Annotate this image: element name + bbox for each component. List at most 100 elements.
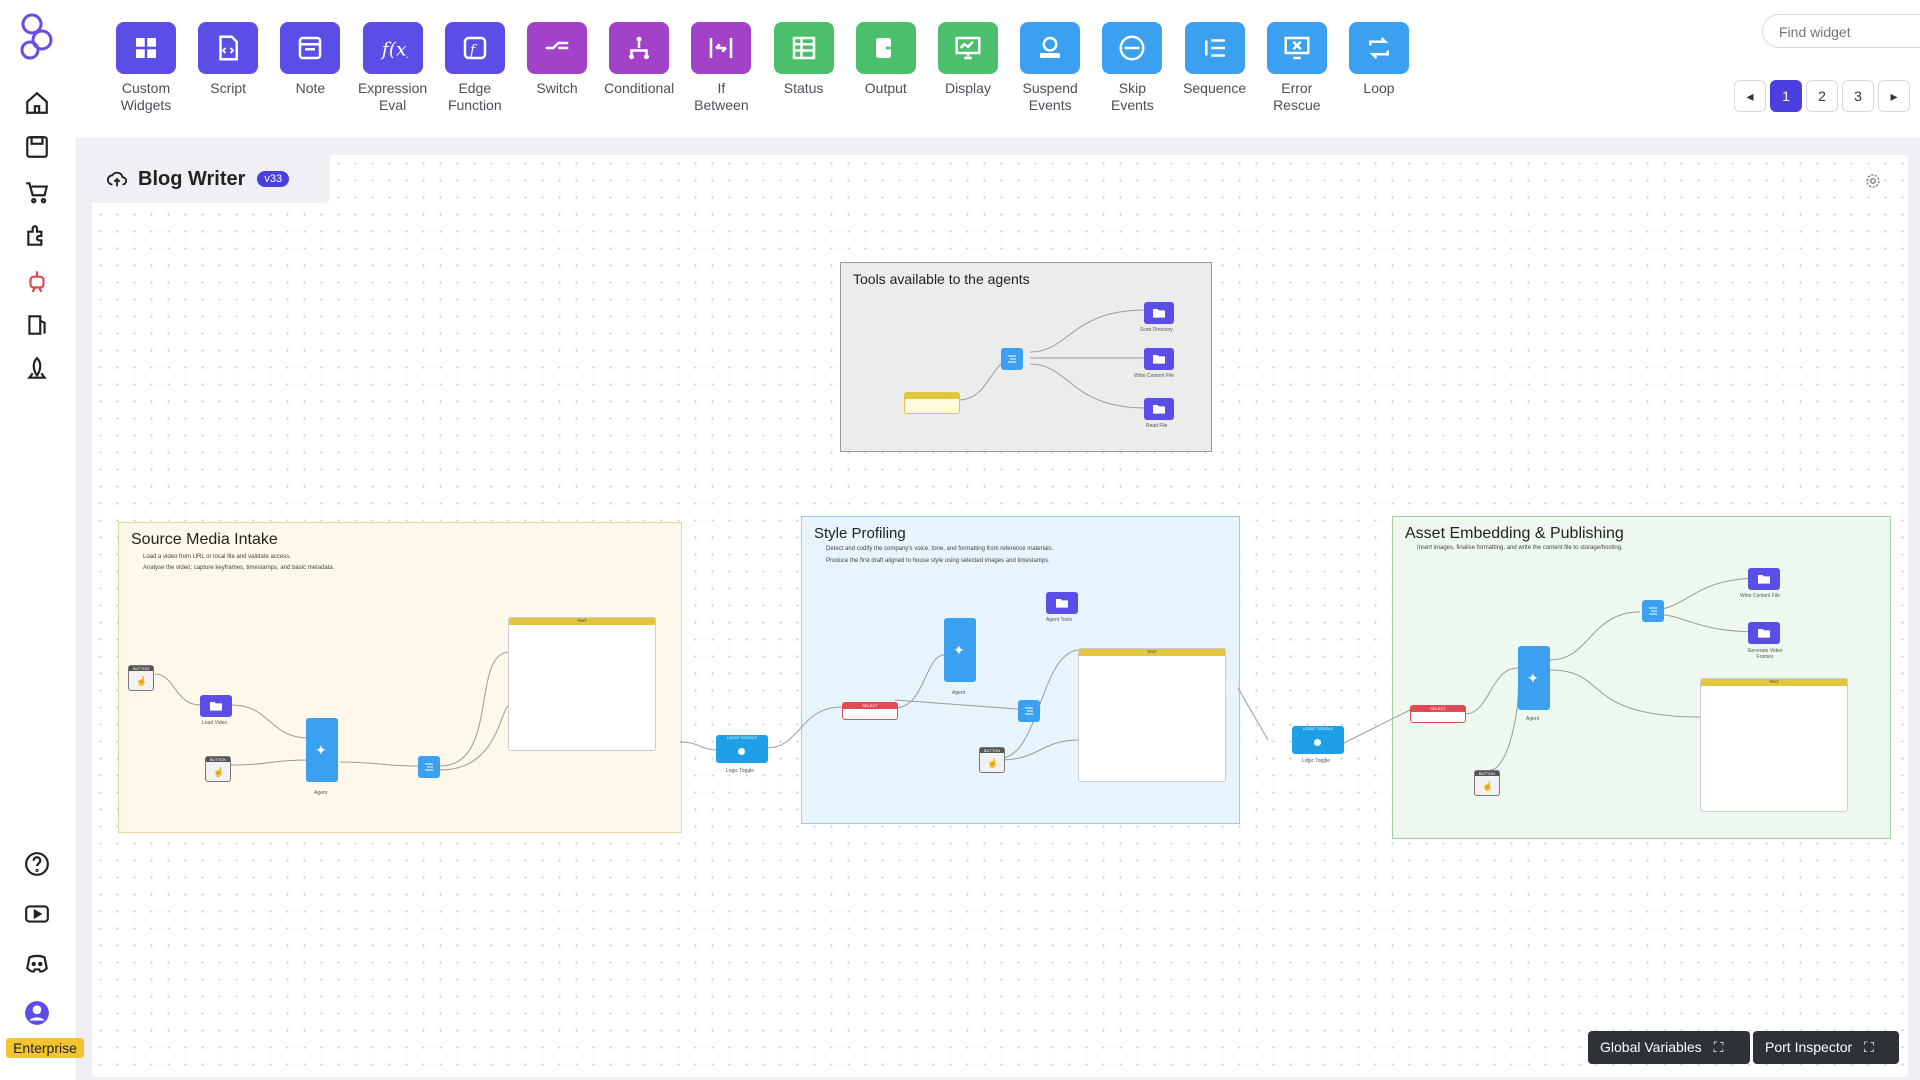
widget-script[interactable]: Script <box>184 22 272 97</box>
agent-tools-node[interactable] <box>1046 592 1078 614</box>
node-label: Logic Toggle <box>726 768 754 774</box>
text-output-node[interactable]: TEXT <box>508 617 656 751</box>
version-badge: v33 <box>257 171 290 187</box>
global-variables-button[interactable]: Global Variables ⛶ <box>1588 1031 1750 1064</box>
suspend-icon <box>1040 36 1061 58</box>
function-icon: f(x) <box>379 40 407 61</box>
write-content-file-node[interactable] <box>1144 348 1174 370</box>
puzzle-icon[interactable] <box>20 219 54 253</box>
button-node[interactable]: BUTTON☝ <box>979 747 1005 773</box>
pointer-icon: ☝ <box>213 767 225 777</box>
logic-toggle-node[interactable]: LOGIC TOGGLE <box>716 735 768 763</box>
node-label: Agent <box>314 790 328 796</box>
generate-video-frames-node[interactable] <box>1748 622 1780 644</box>
widget-label: Conditional <box>604 80 675 96</box>
robot-icon[interactable] <box>20 264 54 298</box>
button-node[interactable]: BUTTON☝ <box>1474 770 1500 796</box>
node-label: Agent <box>1526 716 1540 722</box>
pager-prev[interactable]: ◂ <box>1734 80 1766 112</box>
widget-label: Loop <box>1363 80 1395 96</box>
widget-switch[interactable]: Switch <box>513 22 601 97</box>
sequence-node[interactable] <box>418 756 440 778</box>
discord-icon[interactable] <box>20 947 54 981</box>
library-icon[interactable] <box>20 308 54 342</box>
svg-text:f: f <box>469 42 478 58</box>
switch-icon <box>545 41 569 50</box>
global-var-node[interactable] <box>904 392 960 414</box>
group-desc-1: Insert images, finalise formatting, and … <box>1417 545 1623 551</box>
widget-tile <box>527 22 587 74</box>
rocket-icon[interactable] <box>20 352 54 386</box>
widget-tile: f(x) <box>362 22 423 74</box>
app-logo[interactable] <box>14 10 60 62</box>
widget-display[interactable]: Display <box>924 22 1012 97</box>
widget-conditional[interactable]: Conditional <box>595 22 683 97</box>
text-output-node[interactable]: TEXT <box>1078 648 1226 782</box>
node-label: Generate Video Frames <box>1747 648 1783 660</box>
user-avatar-icon[interactable] <box>20 996 54 1030</box>
toggle-icon <box>738 748 745 755</box>
widget-output[interactable]: Output <box>842 22 930 97</box>
settings-gear-icon[interactable] <box>1864 172 1882 190</box>
caret-left-icon: ◂ <box>1746 88 1754 104</box>
node-label: Agent Tools <box>1046 617 1073 623</box>
button-node[interactable]: BUTTON☝ <box>205 756 231 782</box>
node-label: Logic Toggle <box>1302 758 1330 764</box>
widget-tile <box>1349 22 1409 74</box>
cart-icon[interactable] <box>20 175 54 209</box>
cloud-upload-icon[interactable] <box>106 168 128 190</box>
search-input[interactable] <box>1777 21 1920 43</box>
node-label: Load Video <box>202 720 228 726</box>
agent-node[interactable]: ✦ <box>944 618 976 682</box>
port-inspector-button[interactable]: Port Inspector ⛶ <box>1753 1031 1899 1064</box>
widget-sequence[interactable]: Sequence <box>1171 22 1259 97</box>
sequence-icon <box>1649 607 1657 615</box>
sequence-node[interactable] <box>1001 348 1023 370</box>
sequence-node[interactable] <box>1642 600 1664 622</box>
widget-search <box>1762 14 1920 48</box>
widget-label: Display <box>945 80 991 96</box>
help-icon[interactable] <box>20 847 54 881</box>
text-output-node[interactable]: TEXT <box>1700 678 1848 812</box>
folder-icon <box>1758 629 1770 638</box>
pager-page-2[interactable]: 2 <box>1806 80 1838 112</box>
agent-node[interactable]: ✦ <box>306 718 338 782</box>
widget-label: Switch <box>536 80 578 96</box>
read-file-node[interactable] <box>1144 398 1174 420</box>
home-icon[interactable] <box>20 86 54 120</box>
group-title: Asset Embedding & Publishing <box>1405 525 1624 542</box>
scan-directory-node[interactable] <box>1144 302 1174 324</box>
select-node[interactable]: SELECT <box>1410 705 1466 723</box>
select-node[interactable]: SELECT <box>842 702 898 720</box>
pager-page-1[interactable]: 1 <box>1770 80 1802 112</box>
pager-page-3[interactable]: 3 <box>1842 80 1874 112</box>
widget-status[interactable]: Status <box>760 22 848 97</box>
button-node[interactable]: BUTTON☝ <box>128 665 154 691</box>
widget-tile <box>1020 22 1081 74</box>
agent-node[interactable]: ✦ <box>1518 646 1550 710</box>
widget-note[interactable]: Note <box>266 22 354 97</box>
sequence-icon <box>1204 39 1225 57</box>
pager-next[interactable]: ▸ <box>1878 80 1910 112</box>
logic-toggle-node[interactable]: LOGIC TOGGLE <box>1292 726 1344 754</box>
save-icon[interactable] <box>20 130 54 164</box>
widget-label: Script <box>210 80 247 96</box>
video-icon[interactable] <box>20 897 54 931</box>
sequence-icon <box>425 763 433 771</box>
widget-loop[interactable]: Loop <box>1335 22 1423 97</box>
write-content-file-node[interactable] <box>1748 568 1780 590</box>
load-video-node[interactable] <box>200 695 232 717</box>
caret-right-icon: ▸ <box>1890 88 1898 104</box>
expand-icon: ⛶ <box>1713 1039 1724 1055</box>
sequence-node[interactable] <box>1018 700 1040 722</box>
